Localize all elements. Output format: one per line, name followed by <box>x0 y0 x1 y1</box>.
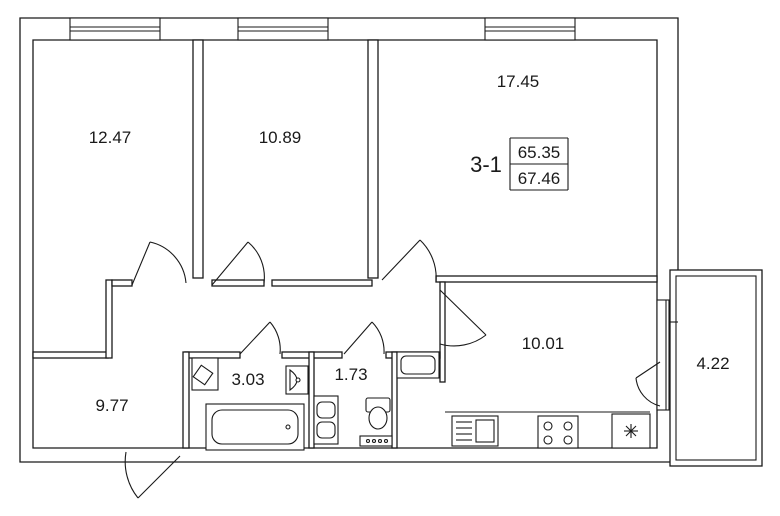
corridor-wall <box>111 279 133 287</box>
stove <box>537 415 579 449</box>
kitchen-sink <box>451 415 499 447</box>
window-top-3 <box>484 17 576 41</box>
door-bathroom <box>239 321 281 355</box>
bathtub <box>205 403 305 451</box>
bath-wall-left <box>182 351 190 449</box>
toilet-kitchen-wall <box>391 351 398 449</box>
hall-wall-step <box>105 279 113 359</box>
floor-drain <box>359 435 393 447</box>
living-area: 65.35 <box>518 143 561 162</box>
hall-wall-left <box>32 351 109 359</box>
door-bedroom-middle <box>211 241 265 286</box>
door-entrance <box>124 451 181 499</box>
door-kitchen <box>439 289 487 347</box>
kitchen-wall-left <box>439 281 446 383</box>
bath-wall-top <box>184 351 241 359</box>
partition-wall-2 <box>367 39 379 279</box>
area-balcony: 4.22 <box>696 354 729 373</box>
area-bedroom-middle: 10.89 <box>259 128 302 147</box>
door-balcony <box>635 361 661 407</box>
washing-machine <box>191 357 219 391</box>
kitchen-wall-top <box>435 275 658 283</box>
total-area: 67.46 <box>518 169 561 188</box>
area-kitchen: 10.01 <box>522 334 565 353</box>
door-toilet <box>343 321 385 355</box>
door-bedroom-left <box>131 241 187 286</box>
area-bathroom: 3.03 <box>231 370 264 389</box>
apartment-code: 3-1 <box>470 152 502 177</box>
radiator <box>313 395 339 445</box>
area-living-room: 17.45 <box>497 72 540 91</box>
corridor-wall-2 <box>211 279 265 287</box>
fridge <box>611 413 651 449</box>
toilet-bowl <box>365 397 391 430</box>
apartment-badge: 3-1 65.35 67.46 <box>470 137 569 191</box>
door-living-room <box>381 239 437 283</box>
area-toilet: 1.73 <box>334 365 367 384</box>
area-hallway: 9.77 <box>95 396 128 415</box>
kitchen-boiler <box>396 351 440 379</box>
partition-wall-1 <box>192 39 204 279</box>
window-top-2 <box>237 17 329 41</box>
washbasin <box>285 365 309 395</box>
balcony-inner <box>675 275 757 461</box>
bath-toilet-wall <box>308 351 315 449</box>
area-bedroom-left: 12.47 <box>89 128 132 147</box>
window-top-1 <box>69 17 161 41</box>
corridor-wall-3 <box>271 279 373 287</box>
